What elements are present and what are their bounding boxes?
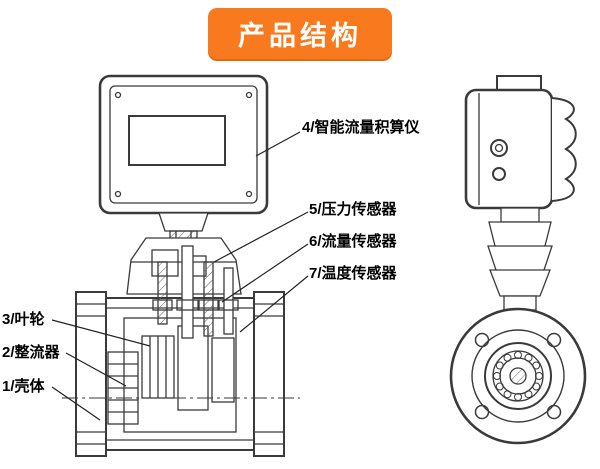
grip-handle bbox=[551, 97, 577, 202]
callout-temperature-sensor: 7/温度传感器 bbox=[309, 265, 397, 282]
side-view-drawing bbox=[449, 75, 587, 445]
threaded-union bbox=[487, 221, 553, 297]
front-view-drawing bbox=[62, 74, 300, 457]
left-flange bbox=[75, 291, 107, 457]
button-lower bbox=[492, 167, 506, 181]
measuring-cartridge bbox=[123, 317, 237, 433]
leader-flow-sensor bbox=[221, 243, 309, 303]
leader-housing bbox=[51, 386, 101, 421]
totalizer-screen bbox=[128, 115, 226, 166]
callout-impeller: 3/叶轮 bbox=[2, 311, 45, 328]
leader-impeller bbox=[51, 319, 151, 347]
pressure-sensor-probe bbox=[157, 261, 168, 325]
callout-housing: 1/壳体 bbox=[2, 378, 45, 395]
leader-pressure-sensor bbox=[213, 211, 309, 263]
callout-rectifier: 2/整流器 bbox=[2, 344, 60, 361]
right-flange bbox=[253, 291, 285, 457]
temperature-sensor-probe bbox=[203, 261, 214, 337]
flow-sensor-probe bbox=[181, 245, 194, 339]
leader-rectifier bbox=[65, 352, 127, 387]
hub bbox=[509, 367, 527, 385]
totalizer-housing bbox=[98, 74, 269, 215]
button-upper bbox=[490, 139, 508, 157]
callout-totalizer: 4/智能流量积算仪 bbox=[302, 119, 420, 136]
callout-flow-sensor: 6/流量传感器 bbox=[309, 233, 397, 250]
leader-totalizer bbox=[255, 131, 301, 157]
leader-lines bbox=[51, 131, 309, 421]
leader-temperature-sensor bbox=[239, 275, 309, 333]
title-banner: 产品结构 bbox=[208, 8, 392, 59]
callout-pressure-sensor: 5/压力传感器 bbox=[309, 201, 397, 218]
